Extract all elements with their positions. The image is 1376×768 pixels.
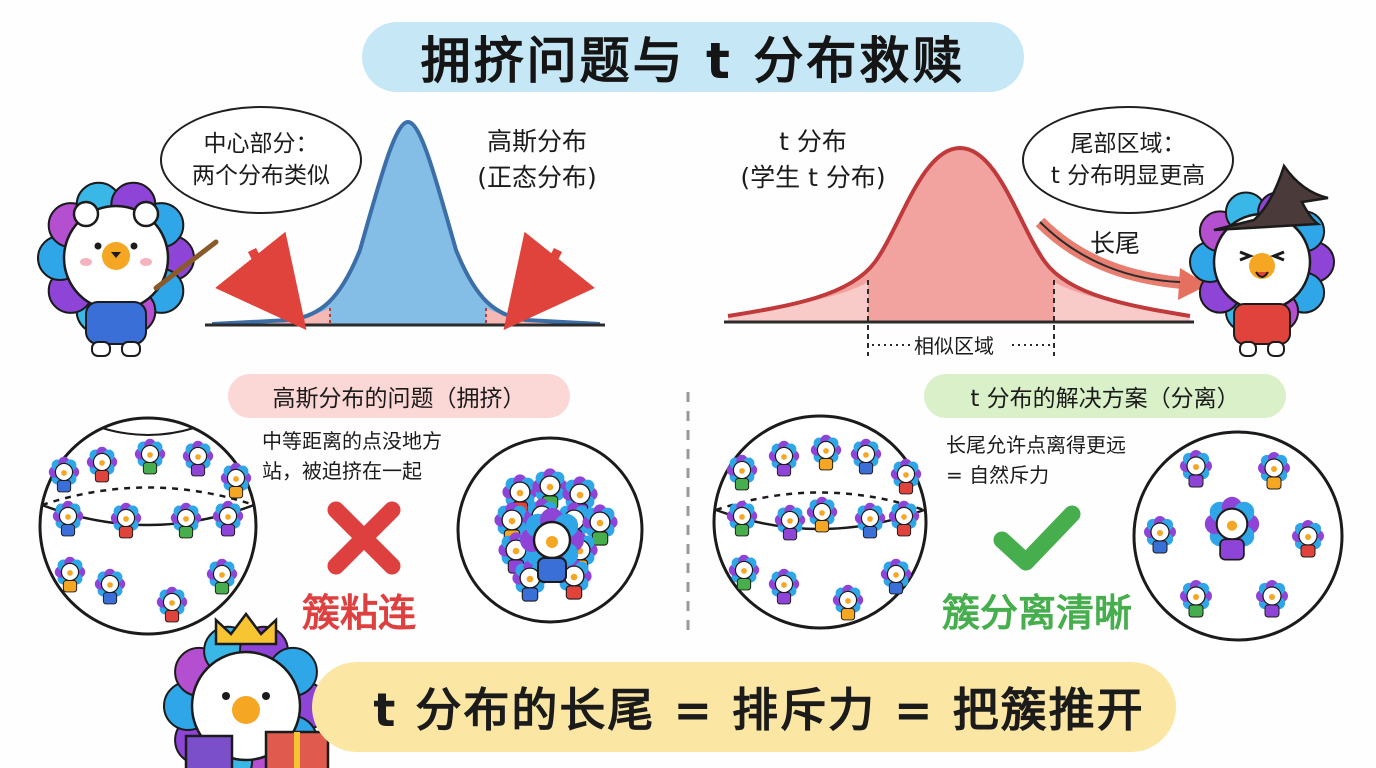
mini-mascot [774,504,806,541]
wizard-hat-icon [1213,163,1329,232]
problem-note: 中等距离的点没地方 站，被迫挤在一起 [262,426,482,486]
gaussian-label-name: 高斯分布 [486,127,587,156]
right-bubble-line1: 尾部区域： [1070,131,1186,157]
mini-mascot [212,500,244,537]
mini-mascot [726,500,758,537]
left-speech-bubble: 中心部分： 两个分布类似 [160,106,362,214]
solution-note: 长尾允许点离得更远 = 自然斥力 [946,430,1166,490]
mini-mascot [832,584,864,621]
left-bubble-line1: 中心部分： [203,131,319,157]
mini-mascot [850,438,882,475]
mini-mascot [110,502,142,539]
t-distribution-curve [724,145,1194,356]
mini-mascot [206,558,238,595]
mini-mascot [768,568,800,605]
page-title: 拥挤问题与 t 分布救赎 [420,32,966,90]
title-banner: 拥挤问题与 t 分布救赎 [362,22,1024,92]
solution-verdict: 簇分离清晰 [942,591,1133,635]
mini-mascot [170,502,202,539]
mini-mascot [220,462,252,499]
gaussian-label: 高斯分布 (正态分布) [462,124,612,196]
mini-mascot [806,496,838,533]
mini-mascots [48,434,1324,623]
mini-mascot [1258,452,1290,490]
mini-mascot [1292,520,1324,558]
t-label-name: t 分布 [779,127,847,156]
mascot-king [163,611,330,768]
t-distribution-label: t 分布 (学生 t 分布) [728,124,898,196]
mini-mascot [182,440,214,477]
left-bubble-line2: 两个分布类似 [192,163,330,189]
mini-mascot [728,554,760,591]
mini-mascot [1144,516,1176,554]
mini-mascot [52,500,84,537]
problem-verdict: 簇粘连 [302,591,417,635]
crown-icon [214,611,278,646]
mini-mascot [880,558,912,595]
mini-mascot [582,504,618,546]
mini-mascot [520,508,584,583]
mini-mascot [156,586,188,623]
conclusion-banner: t 分布的长尾 = 排斥力 = 把簇推开 [312,662,1176,752]
problem-pill-text: 高斯分布的问题（拥挤） [272,386,526,412]
mini-mascot [94,568,126,605]
conclusion-text: t 分布的长尾 = 排斥力 = 把簇推开 [373,683,1145,737]
mascot-teacher [37,181,219,357]
mini-mascot [48,456,80,493]
t-label-alias: (学生 t 分布) [740,163,886,192]
check-icon [993,505,1081,571]
mini-mascot [1204,496,1260,561]
mini-mascot [54,556,86,593]
long-tail-label: 长尾 [1090,229,1141,258]
mini-mascot [512,560,548,602]
solution-note-line1: 长尾允许点离得更远 [946,433,1126,457]
problem-note-line2: 站，被迫挤在一起 [262,459,422,483]
problem-note-line1: 中等距离的点没地方 [262,429,442,453]
solution-pill-text: t 分布的解决方案（分离） [970,386,1240,412]
cross-icon [327,501,401,575]
mini-mascot [768,440,800,477]
tail-arrow-left [215,231,307,331]
mini-mascot [726,454,758,491]
mini-mascot [86,446,118,483]
mini-mascot [1180,580,1212,618]
similar-region-label: 相似区域 [914,334,994,358]
mini-mascot [888,500,920,537]
mini-mascot [890,458,922,495]
gaussian-label-alias: (正态分布) [477,163,597,192]
mini-mascot [854,502,886,539]
mascot-wizard [1189,163,1335,357]
mini-mascot [1256,580,1288,618]
solution-note-line2: = 自然斥力 [946,463,1050,487]
problem-section-pill: 高斯分布的问题（拥挤） [228,374,570,418]
mini-mascot [1180,450,1212,488]
right-speech-bubble: 尾部区域： t 分布明显更高 [1022,106,1234,214]
mini-mascot [134,438,166,475]
mini-mascot [810,434,842,471]
solution-section-pill: t 分布的解决方案（分离） [924,374,1286,418]
right-bubble-line2: t 分布明显更高 [1050,163,1206,189]
tail-arrow-right [503,231,595,331]
